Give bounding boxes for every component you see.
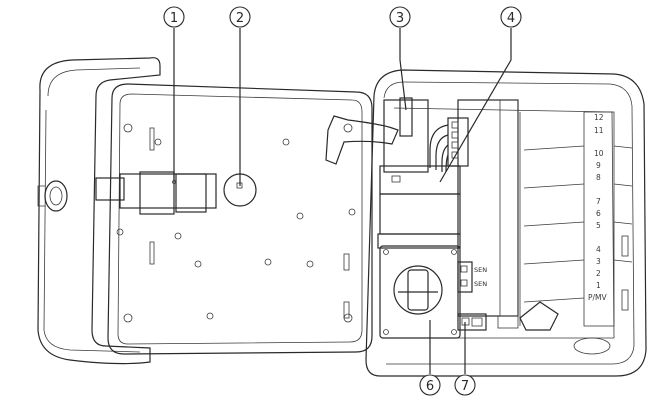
- terminal-strip: [519, 111, 633, 327]
- callout-1: 1: [163, 6, 185, 182]
- zone-label: 2: [596, 269, 601, 278]
- zone-label: 5: [596, 221, 601, 230]
- sen-label-1: SEN: [474, 266, 487, 274]
- zone-label: 7: [596, 197, 601, 206]
- callout-3-label: 3: [396, 11, 404, 26]
- sen-label-2: SEN: [474, 280, 487, 288]
- callout-4-label: 4: [507, 11, 515, 26]
- zone-label: 4: [596, 245, 601, 254]
- zone-number-labels: 12 11 10 9 8 7 6 5 4 3 2 1 P/MV: [588, 113, 608, 302]
- internal-modules: SEN SEN: [377, 97, 559, 339]
- callout-6-label: 6: [426, 379, 434, 394]
- zone-label: 9: [596, 161, 601, 170]
- zone-label: 6: [596, 209, 601, 218]
- zone-label: 12: [594, 113, 604, 122]
- power-module-cover-callout-6: [377, 233, 461, 339]
- callout-7-label: 7: [461, 379, 469, 394]
- zone-label: 11: [594, 126, 604, 135]
- callout-2-label: 2: [236, 11, 244, 26]
- zone-label: P/MV: [588, 293, 608, 302]
- zone-label: 1: [596, 281, 601, 290]
- door-panel: [95, 83, 399, 355]
- wire-terminal-block: [447, 117, 469, 167]
- cabinet-housing-right: 12 11 10 9 8 7 6 5 4 3 2 1 P/MV: [365, 69, 647, 377]
- callout-6: 6: [419, 320, 441, 396]
- door-module-callout-1: [119, 171, 217, 215]
- door-screws: [116, 123, 356, 323]
- zone-label: 8: [596, 173, 601, 182]
- callout-7: 7: [454, 322, 476, 396]
- callout-4: 4: [439, 6, 522, 183]
- callout-1-label: 1: [170, 11, 178, 26]
- callout-2: 2: [229, 6, 251, 186]
- zone-label: 3: [596, 257, 601, 266]
- zone-label: 10: [594, 149, 604, 158]
- back-housing-left: [37, 57, 161, 365]
- callout-3: 3: [389, 6, 411, 111]
- sensor-terminals: SEN SEN: [457, 261, 487, 293]
